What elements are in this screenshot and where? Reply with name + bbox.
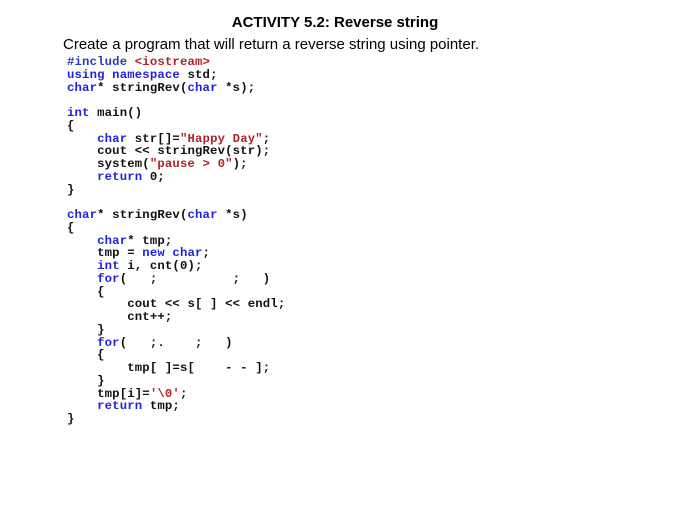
code-text: str[]=	[127, 131, 180, 146]
code-text: cout << s[ ] << endl;	[67, 297, 286, 312]
code-keyword: char	[187, 80, 218, 95]
code-line: }	[67, 373, 285, 388]
code-text: std;	[179, 67, 218, 82]
code-text: ;	[202, 246, 211, 261]
code-string: '\0'	[149, 386, 180, 401]
code-text: {	[67, 220, 75, 235]
code-line: }	[67, 413, 285, 426]
code-text: tmp =	[67, 246, 143, 261]
code-keyword: char	[67, 208, 98, 222]
code-line: system("pause > 0");	[67, 158, 285, 171]
code-line: for( ; ; )	[67, 271, 285, 286]
code-keyword: return	[97, 169, 143, 184]
code-line: cout << s[ ] << endl;	[67, 298, 285, 311]
code-text: {	[67, 284, 105, 299]
code-listing: #include <iostream>using namespace std;c…	[67, 56, 285, 426]
code-line: }	[67, 182, 285, 197]
code-text: * tmp;	[127, 233, 173, 248]
code-line: cout << stringRev(str);	[67, 145, 285, 158]
code-line: tmp[i]='\0';	[67, 386, 285, 401]
code-text: {	[67, 348, 105, 363]
code-keyword: new char	[142, 246, 203, 261]
code-keyword: char	[97, 233, 128, 248]
code-line: tmp[ ]=s[ - - ];	[67, 362, 285, 375]
code-line: char* stringRev(char *s)	[67, 209, 285, 222]
code-keyword: char	[97, 131, 128, 146]
code-text: ( ; ; )	[119, 271, 271, 286]
code-string: "Happy Day"	[179, 131, 263, 146]
code-text: main()	[89, 106, 143, 120]
code-text: );	[232, 157, 248, 171]
code-line: {	[67, 118, 285, 133]
code-text: tmp[ ]=s[ - - ];	[67, 361, 271, 375]
code-text: ;	[179, 386, 188, 401]
code-text: }	[67, 322, 105, 337]
activity-title: ACTIVITY 5.2: Reverse string	[231, 14, 439, 31]
code-text: * stringRev(	[97, 80, 188, 95]
code-line: for( ;. ; )	[67, 335, 285, 350]
code-text: ( ;. ; )	[119, 335, 233, 350]
code-line: }	[67, 322, 285, 337]
code-text: *s);	[217, 80, 256, 95]
code-line: char str[]="Happy Day";	[67, 131, 285, 146]
code-line: char* stringRev(char *s);	[67, 80, 285, 95]
code-text: {	[67, 118, 75, 133]
code-line: cnt++;	[67, 311, 285, 324]
code-text: i, cnt(0);	[119, 259, 203, 273]
code-line: return 0;	[67, 169, 285, 184]
code-text: tmp[i]=	[67, 386, 150, 401]
code-keyword: using namespace	[67, 67, 180, 82]
code-string: <iostream>	[134, 55, 211, 69]
code-keyword: for	[97, 271, 120, 286]
activity-instructions: Create a program that will return a reve…	[63, 36, 480, 53]
code-text: }	[67, 373, 105, 388]
code-keyword: int	[67, 106, 90, 120]
code-line: using namespace std;	[67, 67, 285, 82]
code-keyword: for	[97, 335, 120, 350]
code-line: {	[67, 284, 285, 299]
code-text: 0;	[142, 169, 165, 184]
code-line: int main()	[67, 107, 285, 120]
code-text: * stringRev(	[97, 208, 188, 222]
code-line: tmp = new char;	[67, 247, 285, 260]
code-line: return tmp;	[67, 400, 285, 413]
code-keyword: char	[187, 208, 218, 222]
code-line: char* tmp;	[67, 233, 285, 248]
code-directive: #include	[67, 55, 135, 69]
code-keyword: return	[97, 399, 143, 414]
code-text: cout << stringRev(str);	[67, 144, 271, 159]
code-text: }	[67, 182, 75, 197]
code-text: }	[67, 412, 75, 426]
code-text: *s)	[217, 208, 248, 222]
code-text: cnt++;	[67, 310, 173, 324]
code-line: {	[67, 349, 285, 362]
code-string: "pause > 0"	[149, 157, 233, 171]
code-keyword: char	[67, 80, 98, 95]
code-text: tmp;	[142, 399, 180, 414]
code-text: system(	[67, 157, 150, 171]
code-line: #include <iostream>	[67, 56, 285, 69]
code-text: ;	[262, 131, 271, 146]
code-line: {	[67, 220, 285, 235]
code-keyword: int	[97, 259, 120, 273]
code-line: int i, cnt(0);	[67, 260, 285, 273]
